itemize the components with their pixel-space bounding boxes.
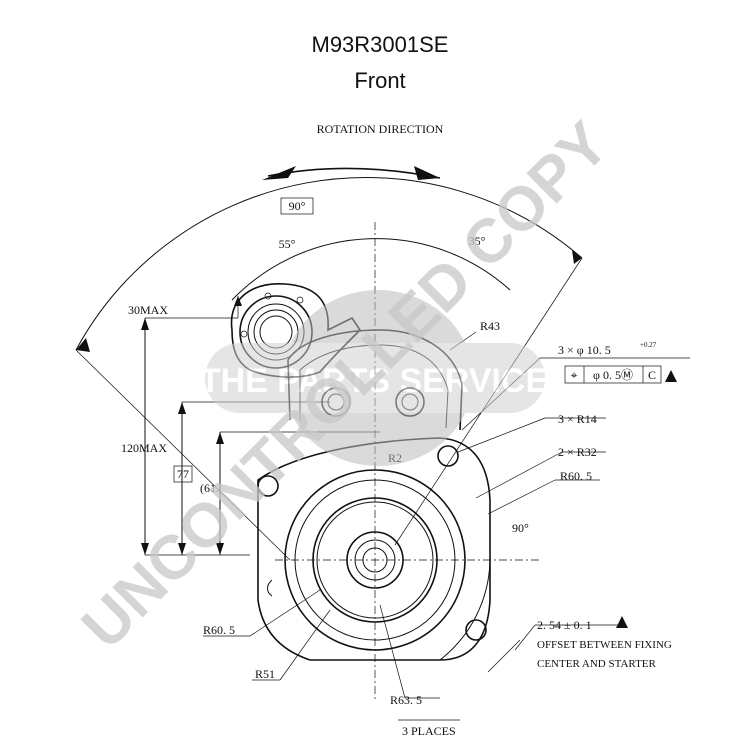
motor-body — [275, 469, 540, 651]
radius-r60-5-left: R60. 5 — [203, 623, 235, 637]
inner-angle-arc — [231, 222, 511, 700]
left-dimensions — [141, 296, 380, 556]
tolerance-frame — [564, 365, 677, 384]
offset-note-line2: CENTER AND STARTER — [537, 658, 657, 670]
holes-dimension: 3 × φ 10. 5 — [558, 343, 611, 357]
dim-120max: 120MAX — [121, 441, 167, 455]
radius-r14: 3 × R14 — [558, 412, 597, 426]
dim-30max: 30MAX — [128, 303, 168, 317]
datum-triangle-icon — [665, 370, 677, 382]
watermark-logo-text: THE PARTS SERVICE — [200, 362, 548, 400]
part-number-title: M93R3001SE — [312, 32, 449, 57]
offset-value: 2. 54 ± 0. 1 — [537, 618, 592, 632]
dim-77: 77 — [177, 467, 189, 481]
position-tolerance: φ 0. 5Ⓜ — [593, 368, 633, 382]
angle-35: 35° — [469, 234, 486, 248]
three-places-note: 3 PLACES — [402, 724, 456, 738]
radius-r43: R43 — [480, 319, 500, 333]
right-leaders — [439, 357, 690, 673]
radius-r51: R51 — [255, 667, 275, 681]
offset-note-line1: OFFSET BETWEEN FIXING — [537, 639, 672, 651]
radius-r63-5: R63. 5 — [390, 693, 422, 707]
watermark-logo: THE PARTS SERVICE — [200, 290, 548, 466]
radius-r32: 2 × R32 — [558, 445, 597, 459]
offset-triangle-icon — [616, 616, 628, 628]
view-title: Front — [354, 68, 405, 93]
dim-61: (61. — [200, 481, 219, 495]
rotation-arrow-icon — [262, 166, 441, 180]
angle-55: 55° — [279, 237, 296, 251]
rotation-direction-label: ROTATION DIRECTION — [317, 122, 444, 136]
holes-tolerance: +0.27 — [640, 341, 657, 349]
lower-leaders — [203, 589, 460, 721]
angle-90-upper: 90° — [289, 199, 306, 213]
datum-reference: C — [648, 368, 656, 382]
radius-r60-5-right: R60. 5 — [560, 469, 592, 483]
angle-90-lower: 90° — [512, 521, 529, 535]
position-symbol: ⌖ — [571, 368, 578, 382]
